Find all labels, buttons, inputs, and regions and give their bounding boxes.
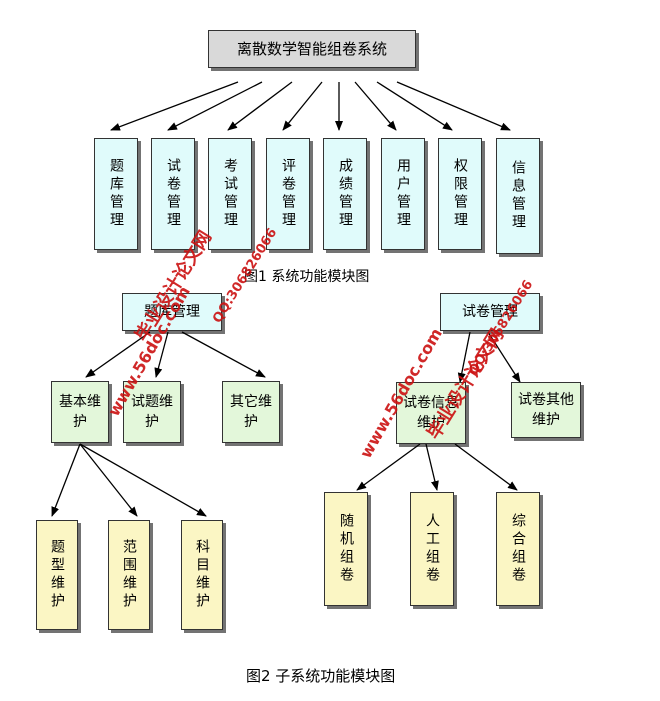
arrow <box>425 443 439 491</box>
arrow <box>282 81 323 131</box>
child-node-basic: 基本维护 <box>51 381 109 443</box>
child-label: 试题维护 <box>131 394 173 430</box>
grandchild-node-scope: 范围维护 <box>108 520 150 630</box>
grandchild-label: 科目维护 <box>194 539 210 611</box>
child-label: 试卷信息维护 <box>402 395 459 431</box>
module-node-paper: 试卷管理 <box>151 138 195 250</box>
grandchild-node-combined: 综合组卷 <box>496 492 540 606</box>
figure-1-caption: 图1 系统功能模块图 <box>244 269 370 285</box>
arrow <box>457 331 471 383</box>
root-node: 离散数学智能组卷系统 <box>208 30 416 68</box>
grandchild-node-subject: 科目维护 <box>181 520 223 630</box>
child-label: 其它维护 <box>230 394 272 430</box>
module-label: 用户管理 <box>395 158 411 230</box>
arrow <box>85 331 151 378</box>
arrow <box>356 443 421 491</box>
child-label: 试卷其他维护 <box>517 392 574 428</box>
grandchild-label: 综合组卷 <box>510 513 526 585</box>
grandchild-label: 人工组卷 <box>424 513 440 585</box>
arrow <box>110 81 239 131</box>
grandchild-node-manual: 人工组卷 <box>410 492 454 606</box>
grandchild-label: 范围维护 <box>121 539 137 611</box>
module-node-scores: 成绩管理 <box>323 138 367 250</box>
grandchild-node-random: 随机组卷 <box>324 492 368 606</box>
child-node-question: 试题维护 <box>123 381 181 443</box>
module-label: 试卷管理 <box>165 158 181 230</box>
module-label: 权限管理 <box>452 158 468 230</box>
child-label: 基本维护 <box>59 394 101 430</box>
root-node-label: 离散数学智能组卷系统 <box>236 40 387 58</box>
arrow <box>376 81 453 131</box>
module-label: 成绩管理 <box>337 158 353 230</box>
arrow <box>51 443 81 517</box>
arrow <box>79 443 207 517</box>
child-node-paper-other: 试卷其他维护 <box>511 382 581 438</box>
child-node-other: 其它维护 <box>222 381 280 443</box>
arrow <box>181 331 266 378</box>
module-label: 信息管理 <box>510 160 526 232</box>
module-node-question-bank: 题库管理 <box>94 138 138 250</box>
module-label: 评卷管理 <box>280 158 296 230</box>
module-node-exam: 考试管理 <box>208 138 252 250</box>
module-label: 题库管理 <box>108 158 124 230</box>
grandchild-label: 随机组卷 <box>338 513 354 585</box>
arrow <box>79 443 138 517</box>
grandchild-label: 题型维护 <box>49 539 65 611</box>
sub-root-paper: 试卷管理 <box>440 293 540 331</box>
module-node-info: 信息管理 <box>496 138 540 254</box>
arrow <box>354 81 397 131</box>
module-node-permissions: 权限管理 <box>438 138 482 250</box>
arrow <box>154 331 169 378</box>
module-node-users: 用户管理 <box>381 138 425 250</box>
grandchild-node-type: 题型维护 <box>36 520 78 630</box>
child-node-paper-info: 试卷信息维护 <box>396 382 466 444</box>
sub-root-label: 题库管理 <box>144 304 200 320</box>
figure-2-caption: 图2 子系统功能模块图 <box>246 667 396 685</box>
sub-root-question-bank: 题库管理 <box>122 293 222 331</box>
module-node-grading: 评卷管理 <box>266 138 310 250</box>
arrow <box>396 81 511 131</box>
module-label: 考试管理 <box>222 158 238 230</box>
sub-root-label: 试卷管理 <box>462 304 518 320</box>
arrow <box>227 81 293 131</box>
arrow <box>487 331 521 383</box>
arrow <box>454 443 518 491</box>
arrow <box>167 81 263 131</box>
